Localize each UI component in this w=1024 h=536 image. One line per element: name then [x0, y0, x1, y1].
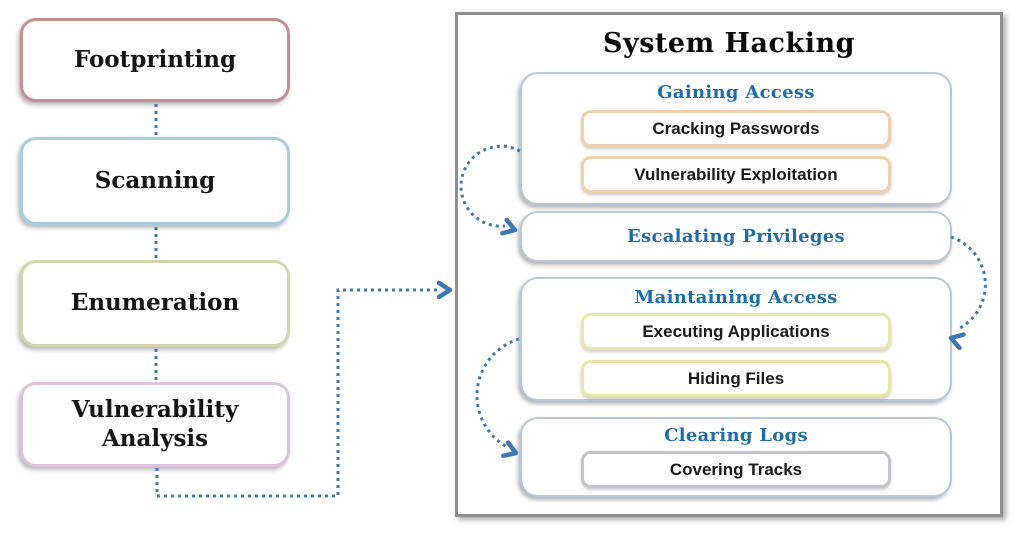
stage-gaining-access: Gaining Access Cracking Passwords Vulner…: [520, 72, 952, 205]
flow-step-scanning: Scanning: [20, 137, 290, 225]
flow-step-vulnerability-analysis: Vulnerability Analysis: [20, 382, 290, 467]
flow-step-label: Enumeration: [70, 289, 240, 317]
flow-step-enumeration: Enumeration: [20, 260, 290, 347]
item-executing-applications: Executing Applications: [581, 313, 891, 350]
stage-heading: Maintaining Access: [634, 287, 838, 308]
flow-step-label: Footprinting: [73, 45, 237, 73]
stage-maintaining-access: Maintaining Access Executing Application…: [520, 277, 952, 401]
system-hacking-panel: System Hacking Gaining Access Cracking P…: [455, 12, 1003, 517]
stage-heading: Gaining Access: [657, 82, 815, 103]
panel-title: System Hacking: [603, 28, 855, 59]
stage-heading: Clearing Logs: [664, 425, 808, 446]
flow-step-label: Scanning: [94, 166, 216, 194]
item-covering-tracks: Covering Tracks: [581, 451, 891, 488]
arrowhead-into-panel-icon: [436, 280, 453, 300]
item-hiding-files: Hiding Files: [581, 360, 891, 397]
item-label: Executing Applications: [642, 321, 830, 341]
item-cracking-passwords: Cracking Passwords: [581, 110, 891, 147]
item-vulnerability-exploitation: Vulnerability Exploitation: [581, 156, 891, 193]
item-label: Hiding Files: [687, 368, 785, 388]
item-label: Covering Tracks: [669, 459, 803, 479]
flow-step-label: Vulnerability Analysis: [71, 396, 239, 452]
stage-escalating-privileges: Escalating Privileges: [520, 211, 952, 262]
item-label: Cracking Passwords: [652, 118, 820, 138]
flow-step-footprinting: Footprinting: [20, 18, 290, 102]
stage-clearing-logs: Clearing Logs Covering Tracks: [520, 417, 952, 497]
item-label: Vulnerability Exploitation: [634, 164, 838, 184]
stage-heading: Escalating Privileges: [627, 226, 845, 247]
